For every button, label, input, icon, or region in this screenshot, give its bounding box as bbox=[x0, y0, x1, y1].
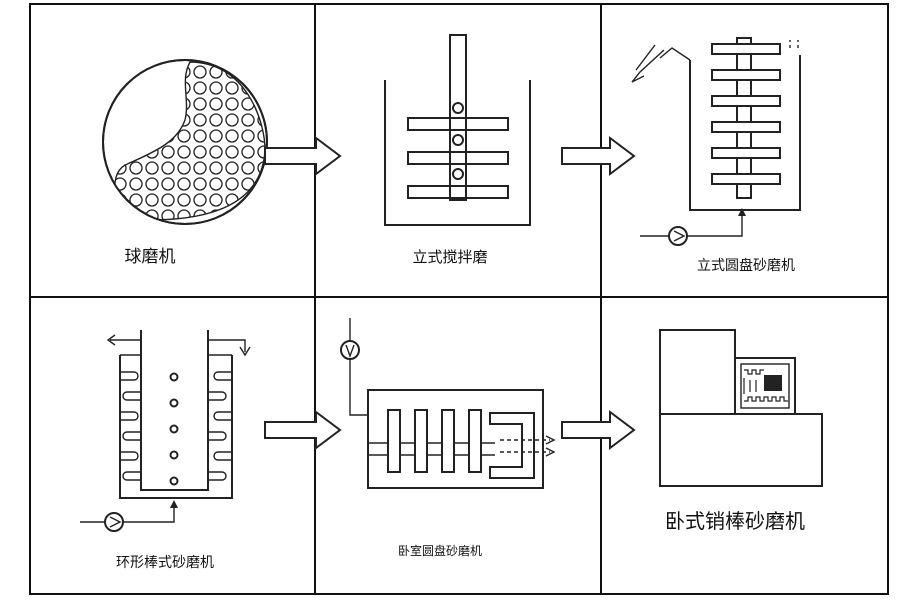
flow-arrows bbox=[264, 136, 636, 450]
horizontal-pin-rod-sand-mill-illustration bbox=[659, 329, 823, 487]
vertical-disc-sand-mill-illustration bbox=[631, 37, 801, 246]
panel-annular-rod-sand-mill: 环形棒式砂磨机 bbox=[80, 330, 251, 571]
pin-rod-pattern bbox=[743, 369, 788, 402]
panel-ball-mill: 球磨机 bbox=[102, 59, 268, 267]
annular-rod-sand-mill-label: 环形棒式砂磨机 bbox=[116, 555, 214, 571]
arrow-right-icon bbox=[264, 410, 342, 450]
panel-horizontal-pin-rod-sand-mill: 卧式销棒砂磨机 bbox=[659, 329, 823, 533]
panel-vertical-disc-sand-mill: 立式圆盘砂磨机 bbox=[631, 37, 801, 274]
arrow-right-icon bbox=[561, 410, 636, 450]
vertical-stirred-mill-illustration bbox=[384, 34, 531, 226]
horizontal-disc-sand-mill-label: 卧室圆盘砂磨机 bbox=[398, 543, 482, 558]
annular-teeth-right bbox=[208, 371, 232, 481]
ball-mill-illustration bbox=[102, 59, 268, 225]
panel-vertical-stirred-mill: 立式搅拌磨 bbox=[384, 34, 531, 266]
arrow-right-icon bbox=[264, 136, 342, 176]
horizontal-pin-rod-sand-mill-label: 卧式销棒砂磨机 bbox=[665, 509, 805, 533]
annular-rod-sand-mill-illustration bbox=[80, 330, 251, 532]
vertical-disc-sand-mill-label: 立式圆盘砂磨机 bbox=[697, 257, 795, 274]
horizontal-disc-sand-mill-illustration bbox=[340, 318, 556, 489]
grid-frame bbox=[29, 3, 889, 595]
vertical-stirred-mill-label: 立式搅拌磨 bbox=[412, 248, 487, 266]
arrow-right-icon bbox=[561, 136, 636, 176]
ball-mill-label: 球磨机 bbox=[125, 247, 176, 267]
annular-teeth-left bbox=[120, 371, 141, 481]
panel-horizontal-disc-sand-mill: 卧室圆盘砂磨机 bbox=[340, 318, 556, 558]
